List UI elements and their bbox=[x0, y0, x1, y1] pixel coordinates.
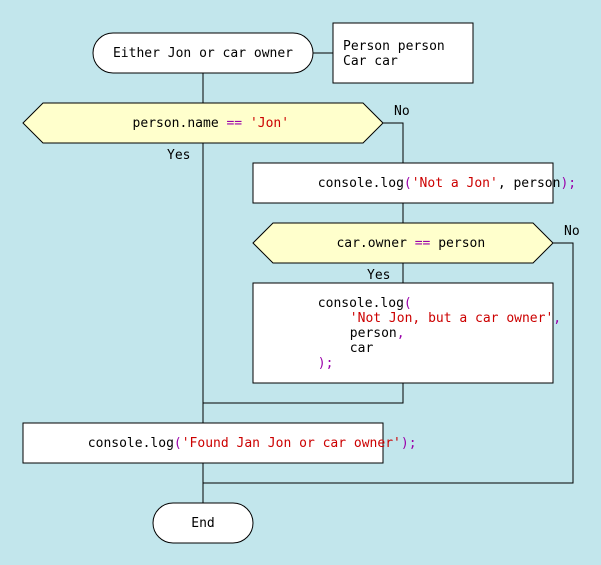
start-label: Either Jon or car owner bbox=[113, 46, 293, 61]
log-car-owner-fn: console.log bbox=[318, 296, 404, 311]
decision2-yes-label: Yes bbox=[367, 268, 390, 283]
log-not-jon-string: 'Not a Jon' bbox=[412, 176, 498, 191]
log-not-jon-fn: console.log bbox=[318, 176, 404, 191]
decision1-right: 'Jon' bbox=[242, 116, 289, 131]
log-found-open: ( bbox=[174, 436, 182, 451]
log-car-owner-string: 'Not Jon, but a car owner' bbox=[350, 311, 554, 326]
log-car-owner-car: car bbox=[350, 341, 374, 356]
decision1-left: person.name bbox=[133, 116, 227, 131]
log-not-jon-close: ); bbox=[560, 176, 576, 191]
log-car-owner-open: ( bbox=[404, 296, 412, 311]
connector-decision1-no bbox=[383, 122, 404, 163]
svg-text:console.log(: console.log( bbox=[263, 296, 451, 311]
log-car-owner-person: person bbox=[350, 326, 397, 341]
decision-person-name: person.name == 'Jon' bbox=[22, 102, 384, 144]
log-car-owner-box: console.log( 'Not Jon, but a car owner',… bbox=[252, 282, 600, 384]
svg-text:console.log('Not a Jon', perso: console.log('Not a Jon', person); bbox=[263, 176, 601, 191]
log-car-owner-close: ) bbox=[318, 356, 326, 371]
decision2-no-label: No bbox=[564, 224, 580, 239]
declaration-line-2: Car car bbox=[343, 54, 398, 69]
log-found-box: console.log('Found Jan Jon or car owner'… bbox=[22, 422, 456, 464]
decision2-left: car.owner bbox=[336, 236, 414, 251]
svg-text:'Not Jon, but a car owner',: 'Not Jon, but a car owner', bbox=[295, 311, 600, 326]
log-found-string: 'Found Jan Jon or car owner' bbox=[182, 436, 401, 451]
connector-carowner-merge bbox=[203, 383, 404, 404]
log-car-owner-semicolon: ; bbox=[326, 356, 334, 371]
decision1-yes-label: Yes bbox=[167, 148, 190, 163]
declaration-line-1: Person person bbox=[343, 39, 445, 54]
log-not-jon-box: console.log('Not a Jon', person); bbox=[252, 162, 601, 204]
end-terminal: End bbox=[152, 502, 254, 544]
log-not-jon-arg: , person bbox=[498, 176, 561, 191]
decision2-operator: == bbox=[415, 236, 431, 251]
end-label: End bbox=[191, 516, 214, 531]
svg-text:);: ); bbox=[263, 356, 373, 371]
log-car-owner-comma2: , bbox=[397, 326, 405, 341]
start-terminal: Either Jon or car owner bbox=[92, 32, 314, 74]
decision1-no-label: No bbox=[394, 104, 410, 119]
decision-car-owner: car.owner == person bbox=[252, 222, 554, 264]
log-not-jon-paren: ( bbox=[404, 176, 412, 191]
log-found-fn: console.log bbox=[88, 436, 174, 451]
svg-text:person,: person, bbox=[295, 326, 444, 341]
decision1-operator: == bbox=[226, 116, 242, 131]
connectors bbox=[202, 52, 574, 503]
connector-decision2-no bbox=[203, 242, 574, 484]
svg-text:console.log('Found Jan Jon or: console.log('Found Jan Jon or car owner'… bbox=[33, 436, 456, 451]
svg-text:person.name == 'Jon': person.name == 'Jon' bbox=[78, 116, 328, 131]
log-car-owner-comma1: , bbox=[553, 311, 561, 326]
declaration-box: Person person Car car bbox=[332, 22, 474, 84]
decision2-right: person bbox=[430, 236, 485, 251]
svg-text:car.owner == person: car.owner == person bbox=[282, 236, 525, 251]
log-found-close: ); bbox=[401, 436, 417, 451]
svg-text:car: car bbox=[295, 341, 412, 356]
